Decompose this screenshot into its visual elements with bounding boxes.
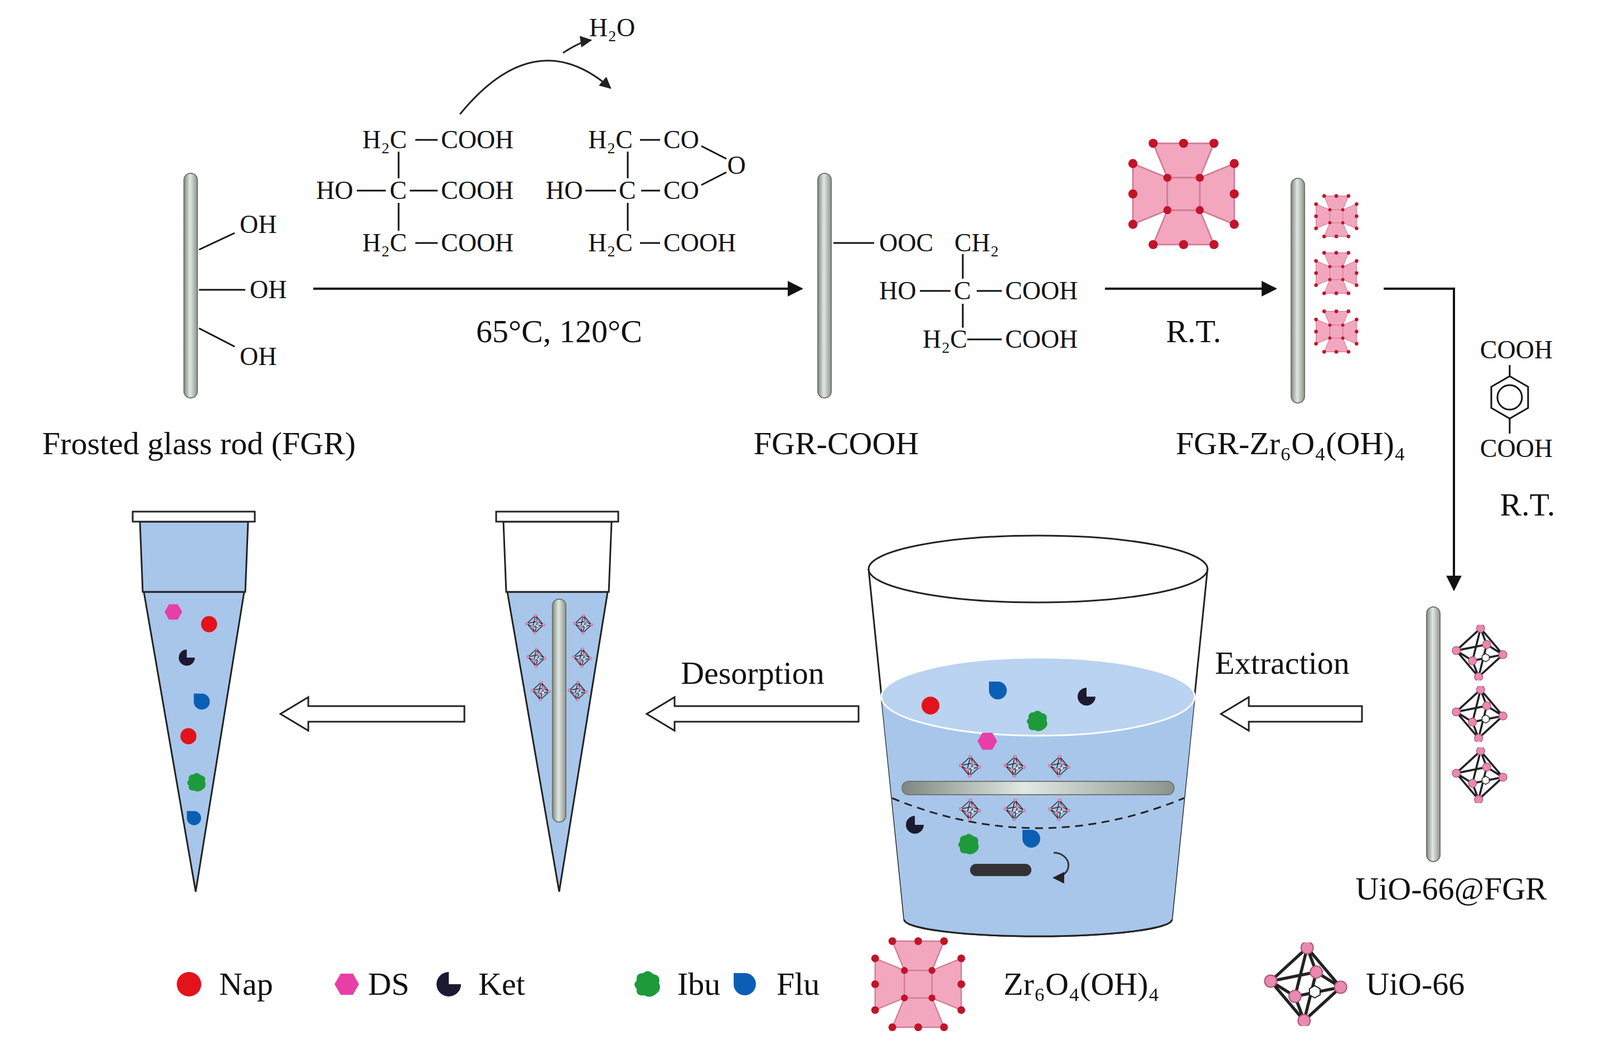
legend-swatch bbox=[733, 973, 756, 996]
stage-caption: Frosted glass rod (FGR) bbox=[42, 425, 356, 462]
formula-fragment: C bbox=[389, 176, 407, 206]
hydroxyl-label: OH bbox=[239, 342, 277, 372]
condition-label: 65°C, 120°C bbox=[476, 313, 643, 350]
formula-fragment: CO bbox=[663, 125, 700, 155]
dehydration-arrow bbox=[459, 40, 611, 115]
formula-fragment: COOH bbox=[1005, 277, 1078, 306]
stage-caption: UiO-66@FGR bbox=[1355, 871, 1547, 908]
formula-fragment: H₂C bbox=[588, 125, 633, 155]
glass-rod bbox=[183, 173, 246, 399]
legend-swatch bbox=[634, 971, 661, 997]
formula-fragment: COOH bbox=[1005, 325, 1078, 355]
glass-rod bbox=[817, 173, 1002, 399]
hydroxyl-label: OH bbox=[239, 210, 277, 240]
legend-swatch bbox=[436, 972, 462, 997]
formula-fragment: COOH bbox=[440, 125, 514, 155]
formula-fragment: H₂C bbox=[362, 229, 407, 258]
step-label: Desorption bbox=[680, 655, 825, 692]
legend-samples bbox=[176, 937, 1347, 1032]
hollow-arrow bbox=[280, 697, 1362, 731]
legend-text: UiO-66 bbox=[1365, 966, 1465, 1003]
zr-cluster bbox=[1128, 138, 1359, 404]
legend-text: Flu bbox=[776, 966, 820, 1003]
formula-fragment: COOH bbox=[1480, 434, 1553, 464]
step-label: Extraction bbox=[1214, 645, 1350, 682]
formula-fragment: COOH bbox=[1480, 336, 1553, 365]
formula-fragment: HO bbox=[545, 176, 583, 206]
legend-text: DS bbox=[367, 966, 410, 1003]
formula-fragment: COOH bbox=[440, 176, 514, 206]
legend-symbol bbox=[871, 937, 966, 1032]
formula-fragment: CH₂ bbox=[954, 229, 1000, 258]
reaction-arrow bbox=[1104, 287, 1276, 290]
formula-fragment: H₂C bbox=[922, 325, 968, 355]
formula-fragment: OOC bbox=[879, 229, 934, 258]
condition-label: R.T. bbox=[1500, 487, 1556, 523]
formula-fragment: HO bbox=[316, 176, 353, 206]
byproduct-label: H₂O bbox=[589, 13, 635, 43]
pipette-tip bbox=[496, 511, 619, 892]
reaction-arrow bbox=[313, 287, 802, 290]
stage-caption: FGR-Zr₆O₄(OH)₄ bbox=[1175, 425, 1406, 462]
mof-rod-stage: UiO-66@FGR bbox=[1416, 596, 1522, 859]
formula-fragment: HO bbox=[879, 277, 916, 306]
legend-text: Ket bbox=[478, 966, 526, 1003]
formula-fragment: O bbox=[726, 151, 746, 181]
legend-swatch bbox=[334, 973, 360, 996]
legend-text: Zr₆O₄(OH)₄ bbox=[1003, 966, 1160, 1003]
beaker bbox=[868, 535, 1208, 937]
legend-symbol bbox=[1264, 942, 1347, 1028]
formula-fragment: C bbox=[953, 277, 972, 306]
formula-fragment: CO bbox=[663, 176, 700, 206]
legend-text: Nap bbox=[219, 966, 274, 1003]
legend-text: Ibu bbox=[677, 966, 721, 1003]
formula-fragment: H₂C bbox=[588, 229, 633, 258]
citric-acid-bonds bbox=[356, 139, 727, 244]
legend-swatch bbox=[176, 972, 202, 997]
cluster-rod-stage: FGR-Zr₆O₄(OH)₄ bbox=[1282, 161, 1378, 407]
condition-label: R.T. bbox=[1166, 313, 1222, 350]
hydroxyl-label: OH bbox=[249, 275, 287, 305]
stage-caption: FGR-COOH bbox=[753, 425, 920, 462]
pipette-tip bbox=[132, 511, 255, 892]
formula-fragment: H₂C bbox=[362, 125, 407, 155]
uio-rod bbox=[1426, 607, 1507, 862]
formula-fragment: COOH bbox=[663, 229, 736, 258]
formula-fragment: COOH bbox=[440, 229, 514, 258]
formula-fragment: C bbox=[618, 176, 637, 206]
benzene-ring bbox=[1491, 365, 1529, 434]
